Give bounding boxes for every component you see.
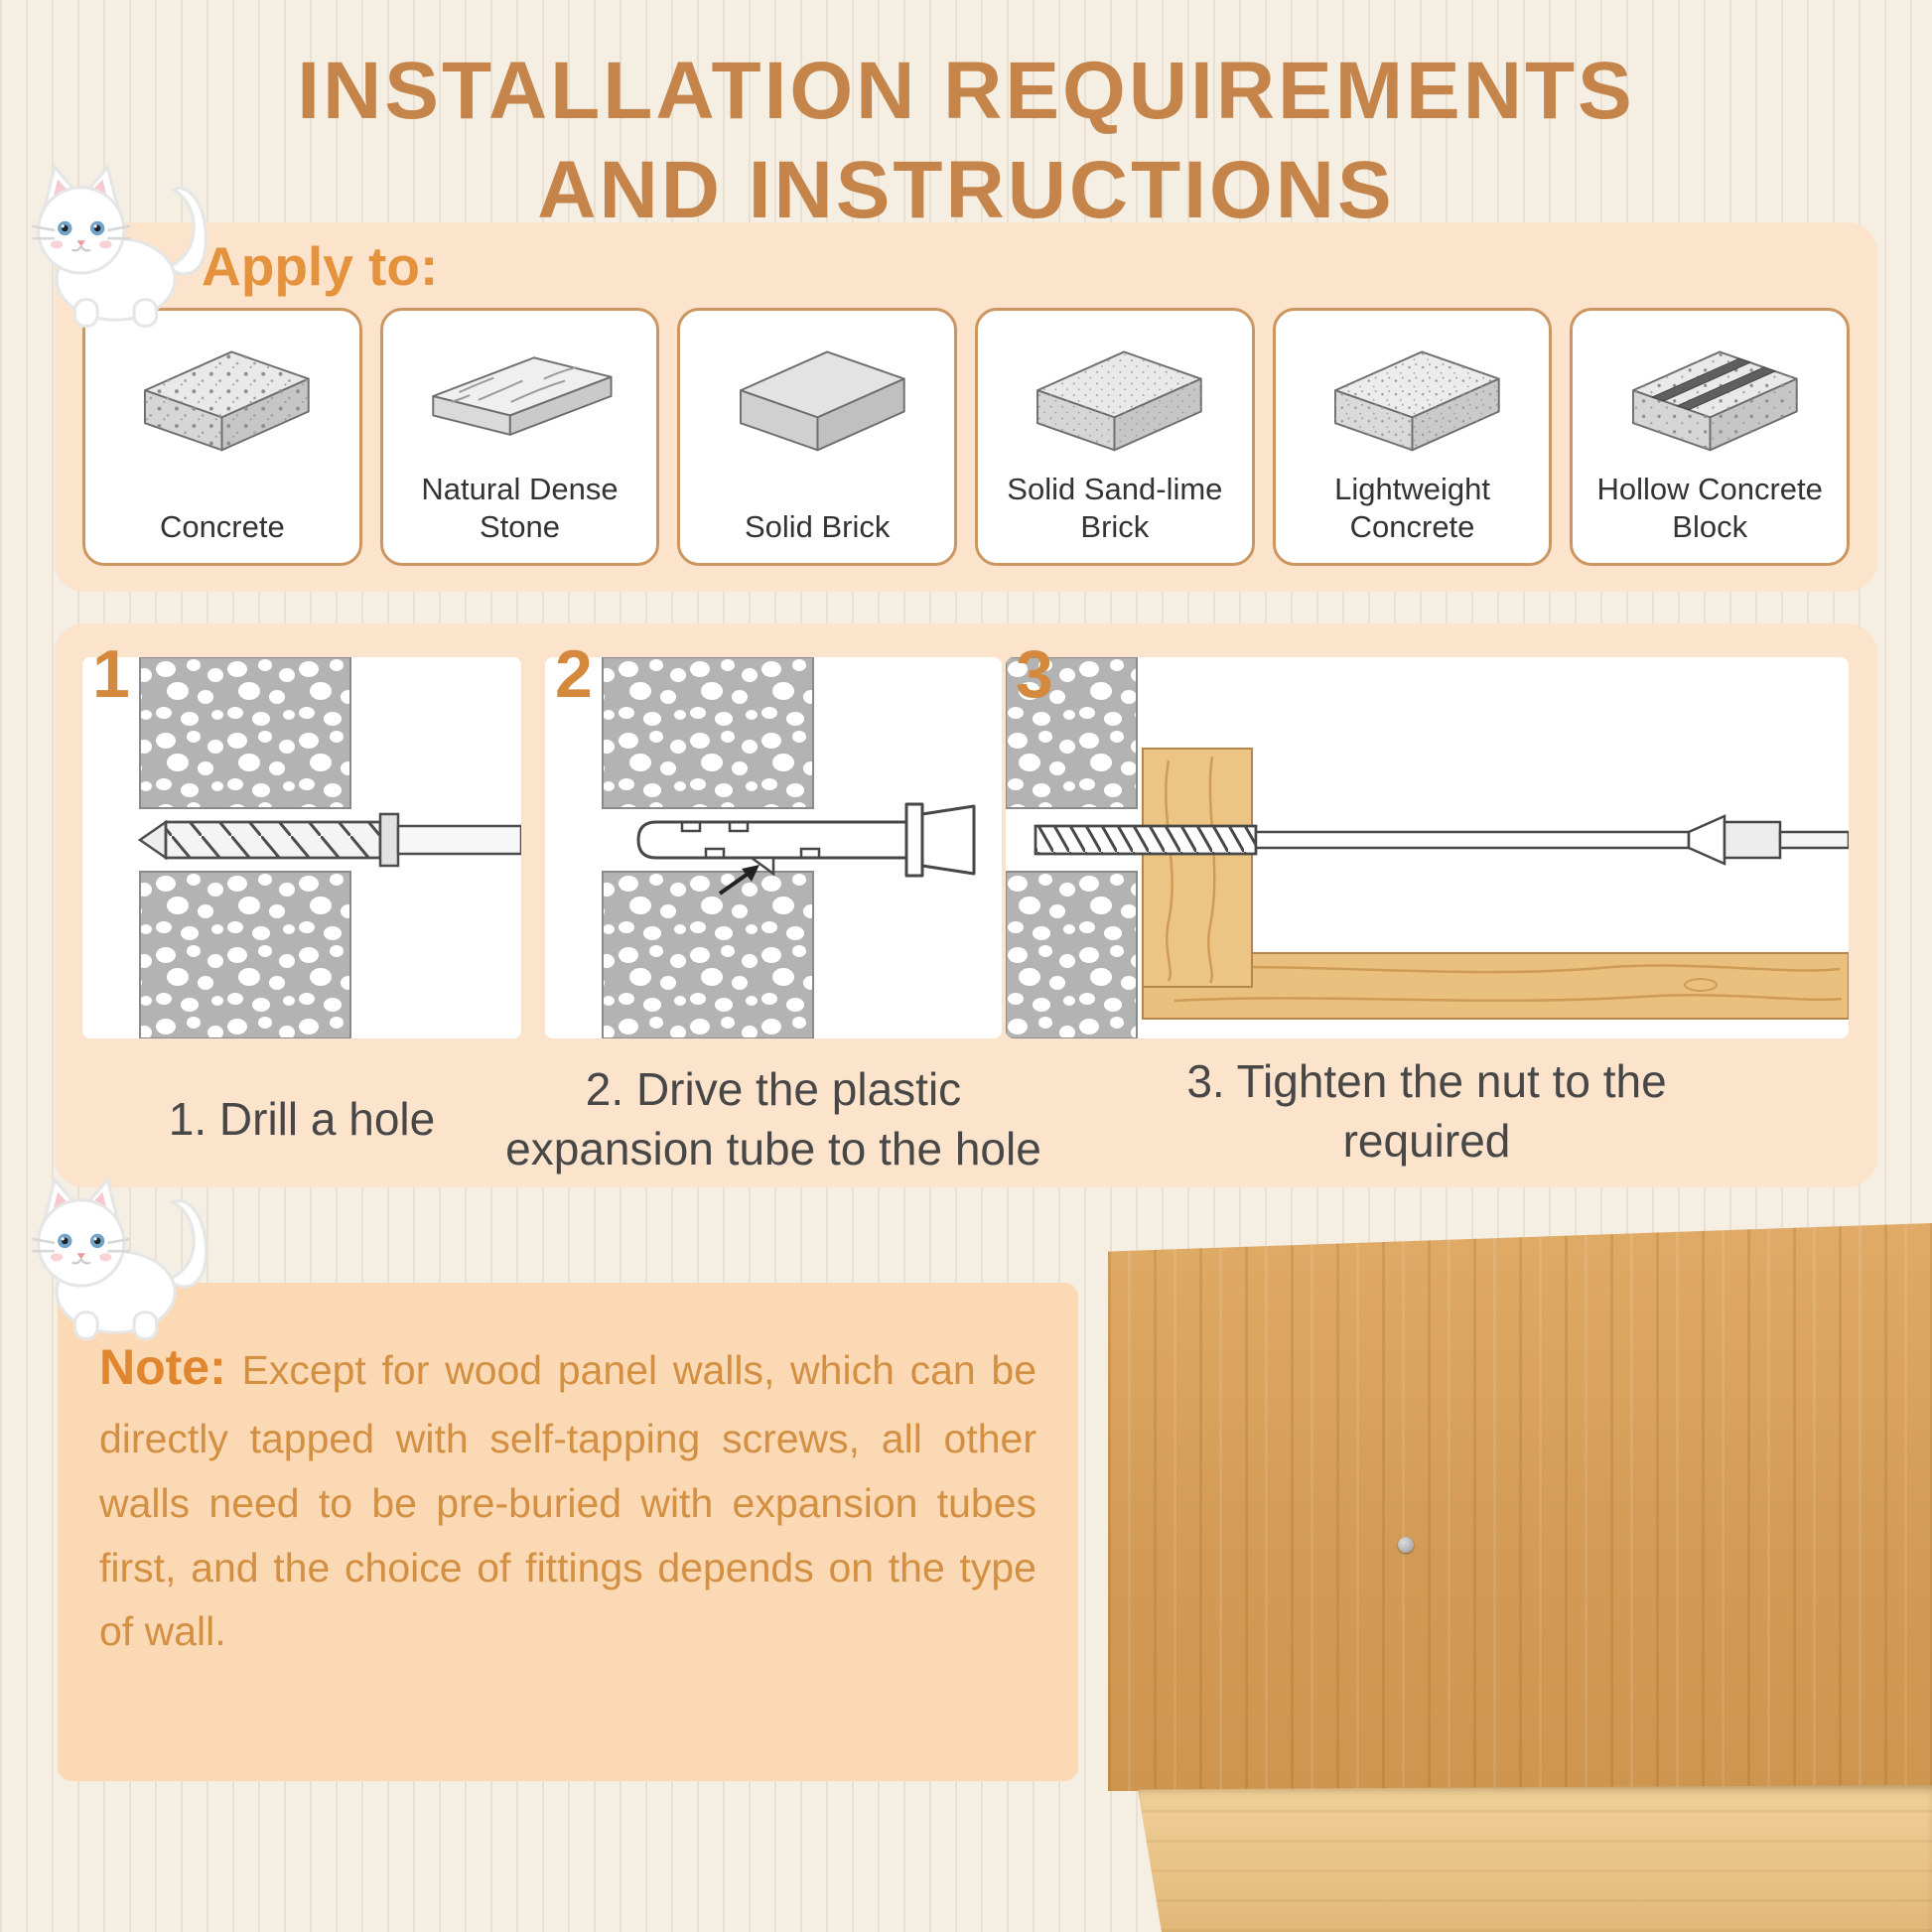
step3-caption: 3. Tighten the nut to the required (1186, 1055, 1667, 1167)
material-label: Natural Dense Stone (421, 471, 619, 545)
concrete-block-icon (144, 350, 311, 452)
material-label: Solid Sand-lime Brick (1007, 471, 1223, 545)
lightweight-concrete-icon (1334, 350, 1500, 452)
tighten-nut-illustration (1006, 657, 1849, 1038)
step-number-2: 2 (555, 636, 593, 712)
step2-figure (545, 657, 1002, 1038)
material-card-sand-lime-brick: Solid Sand-lime Brick (975, 308, 1255, 566)
solid-sand-lime-brick-icon (1036, 350, 1203, 452)
note-paragraph: Note: Except for wood panel walls, which… (99, 1328, 1036, 1664)
expansion-tube-illustration (602, 657, 976, 1038)
screw-cap-icon (1398, 1537, 1414, 1553)
step2-caption: 2. Drive the plastic expansion tube to t… (505, 1063, 1041, 1174)
installation-steps-section: 1 2 3 (55, 623, 1877, 1187)
note-text: Except for wood panel walls, which can b… (99, 1347, 1036, 1655)
material-card-concrete: Concrete (82, 308, 362, 566)
wood-headboard (1108, 1223, 1932, 1791)
apply-to-section: Apply to: (55, 222, 1877, 592)
cat-icon (14, 1168, 207, 1340)
material-label: Hollow Concrete Block (1596, 471, 1823, 545)
apply-to-label: Apply to: (202, 235, 439, 297)
note-section: Note: Except for wood panel walls, which… (58, 1283, 1078, 1781)
note-label: Note: (99, 1339, 226, 1395)
white-cat-icon (32, 1176, 207, 1340)
white-cat-icon (32, 164, 207, 328)
material-card-solid-brick: Solid Brick (677, 308, 958, 566)
step-number-1: 1 (92, 636, 130, 712)
material-card-lightweight-concrete: Lightweight Concrete (1272, 308, 1553, 566)
page-title: INSTALLATION REQUIREMENTS AND INSTRUCTIO… (0, 42, 1932, 240)
title-line-2: AND INSTRUCTIONS (537, 145, 1395, 236)
material-label: Solid Brick (744, 509, 891, 545)
solid-brick-icon (739, 350, 905, 452)
title-line-1: INSTALLATION REQUIREMENTS (297, 46, 1635, 136)
material-card-natural-dense-stone: Natural Dense Stone (379, 308, 660, 566)
material-card-hollow-concrete-block: Hollow Concrete Block (1570, 308, 1851, 566)
material-cards: Concrete Natural Dense Stone (82, 308, 1851, 566)
hollow-concrete-block-icon (1631, 350, 1798, 452)
wood-shelf (1138, 1785, 1932, 1932)
material-label: Lightweight Concrete (1334, 471, 1490, 545)
material-label: Concrete (159, 509, 285, 545)
step1-figure (82, 657, 521, 1038)
drill-hole-illustration (137, 657, 521, 1038)
step-number-3: 3 (1016, 636, 1053, 712)
natural-dense-stone-icon (432, 356, 613, 436)
step3-figure (1006, 657, 1849, 1038)
wood-panel-product-photo (1108, 1223, 1932, 1932)
step1-caption: 1. Drill a hole (168, 1093, 436, 1145)
cat-icon (14, 155, 207, 328)
